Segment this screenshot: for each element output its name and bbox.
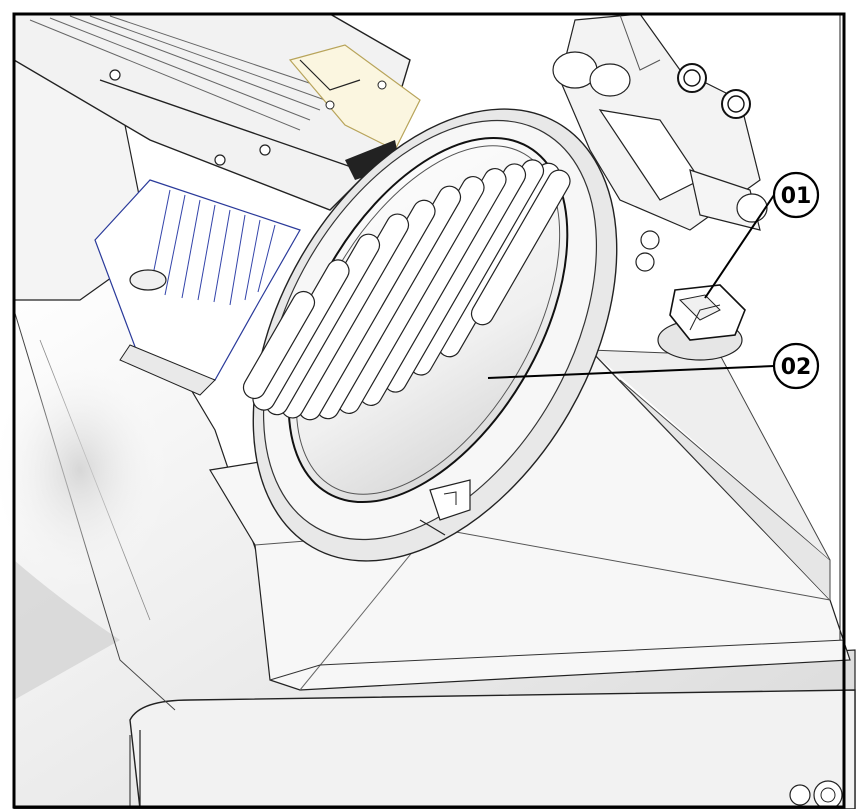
callout-01-label: 01 <box>781 184 812 209</box>
locking-knob <box>657 284 746 361</box>
image-frame <box>12 12 846 809</box>
blade-guard-housing <box>209 349 851 691</box>
foot-fittings <box>789 780 843 809</box>
product-tray <box>13 13 421 211</box>
callout-01: 01 <box>704 171 820 299</box>
blade-cover <box>242 108 618 562</box>
callout-02-label: 02 <box>781 355 812 380</box>
cover-ribs <box>242 159 571 421</box>
sharpener-assembly <box>552 13 768 272</box>
slicer-base <box>0 269 856 809</box>
adjust-knob-icon <box>677 63 751 119</box>
callout-02: 02 <box>487 342 820 390</box>
